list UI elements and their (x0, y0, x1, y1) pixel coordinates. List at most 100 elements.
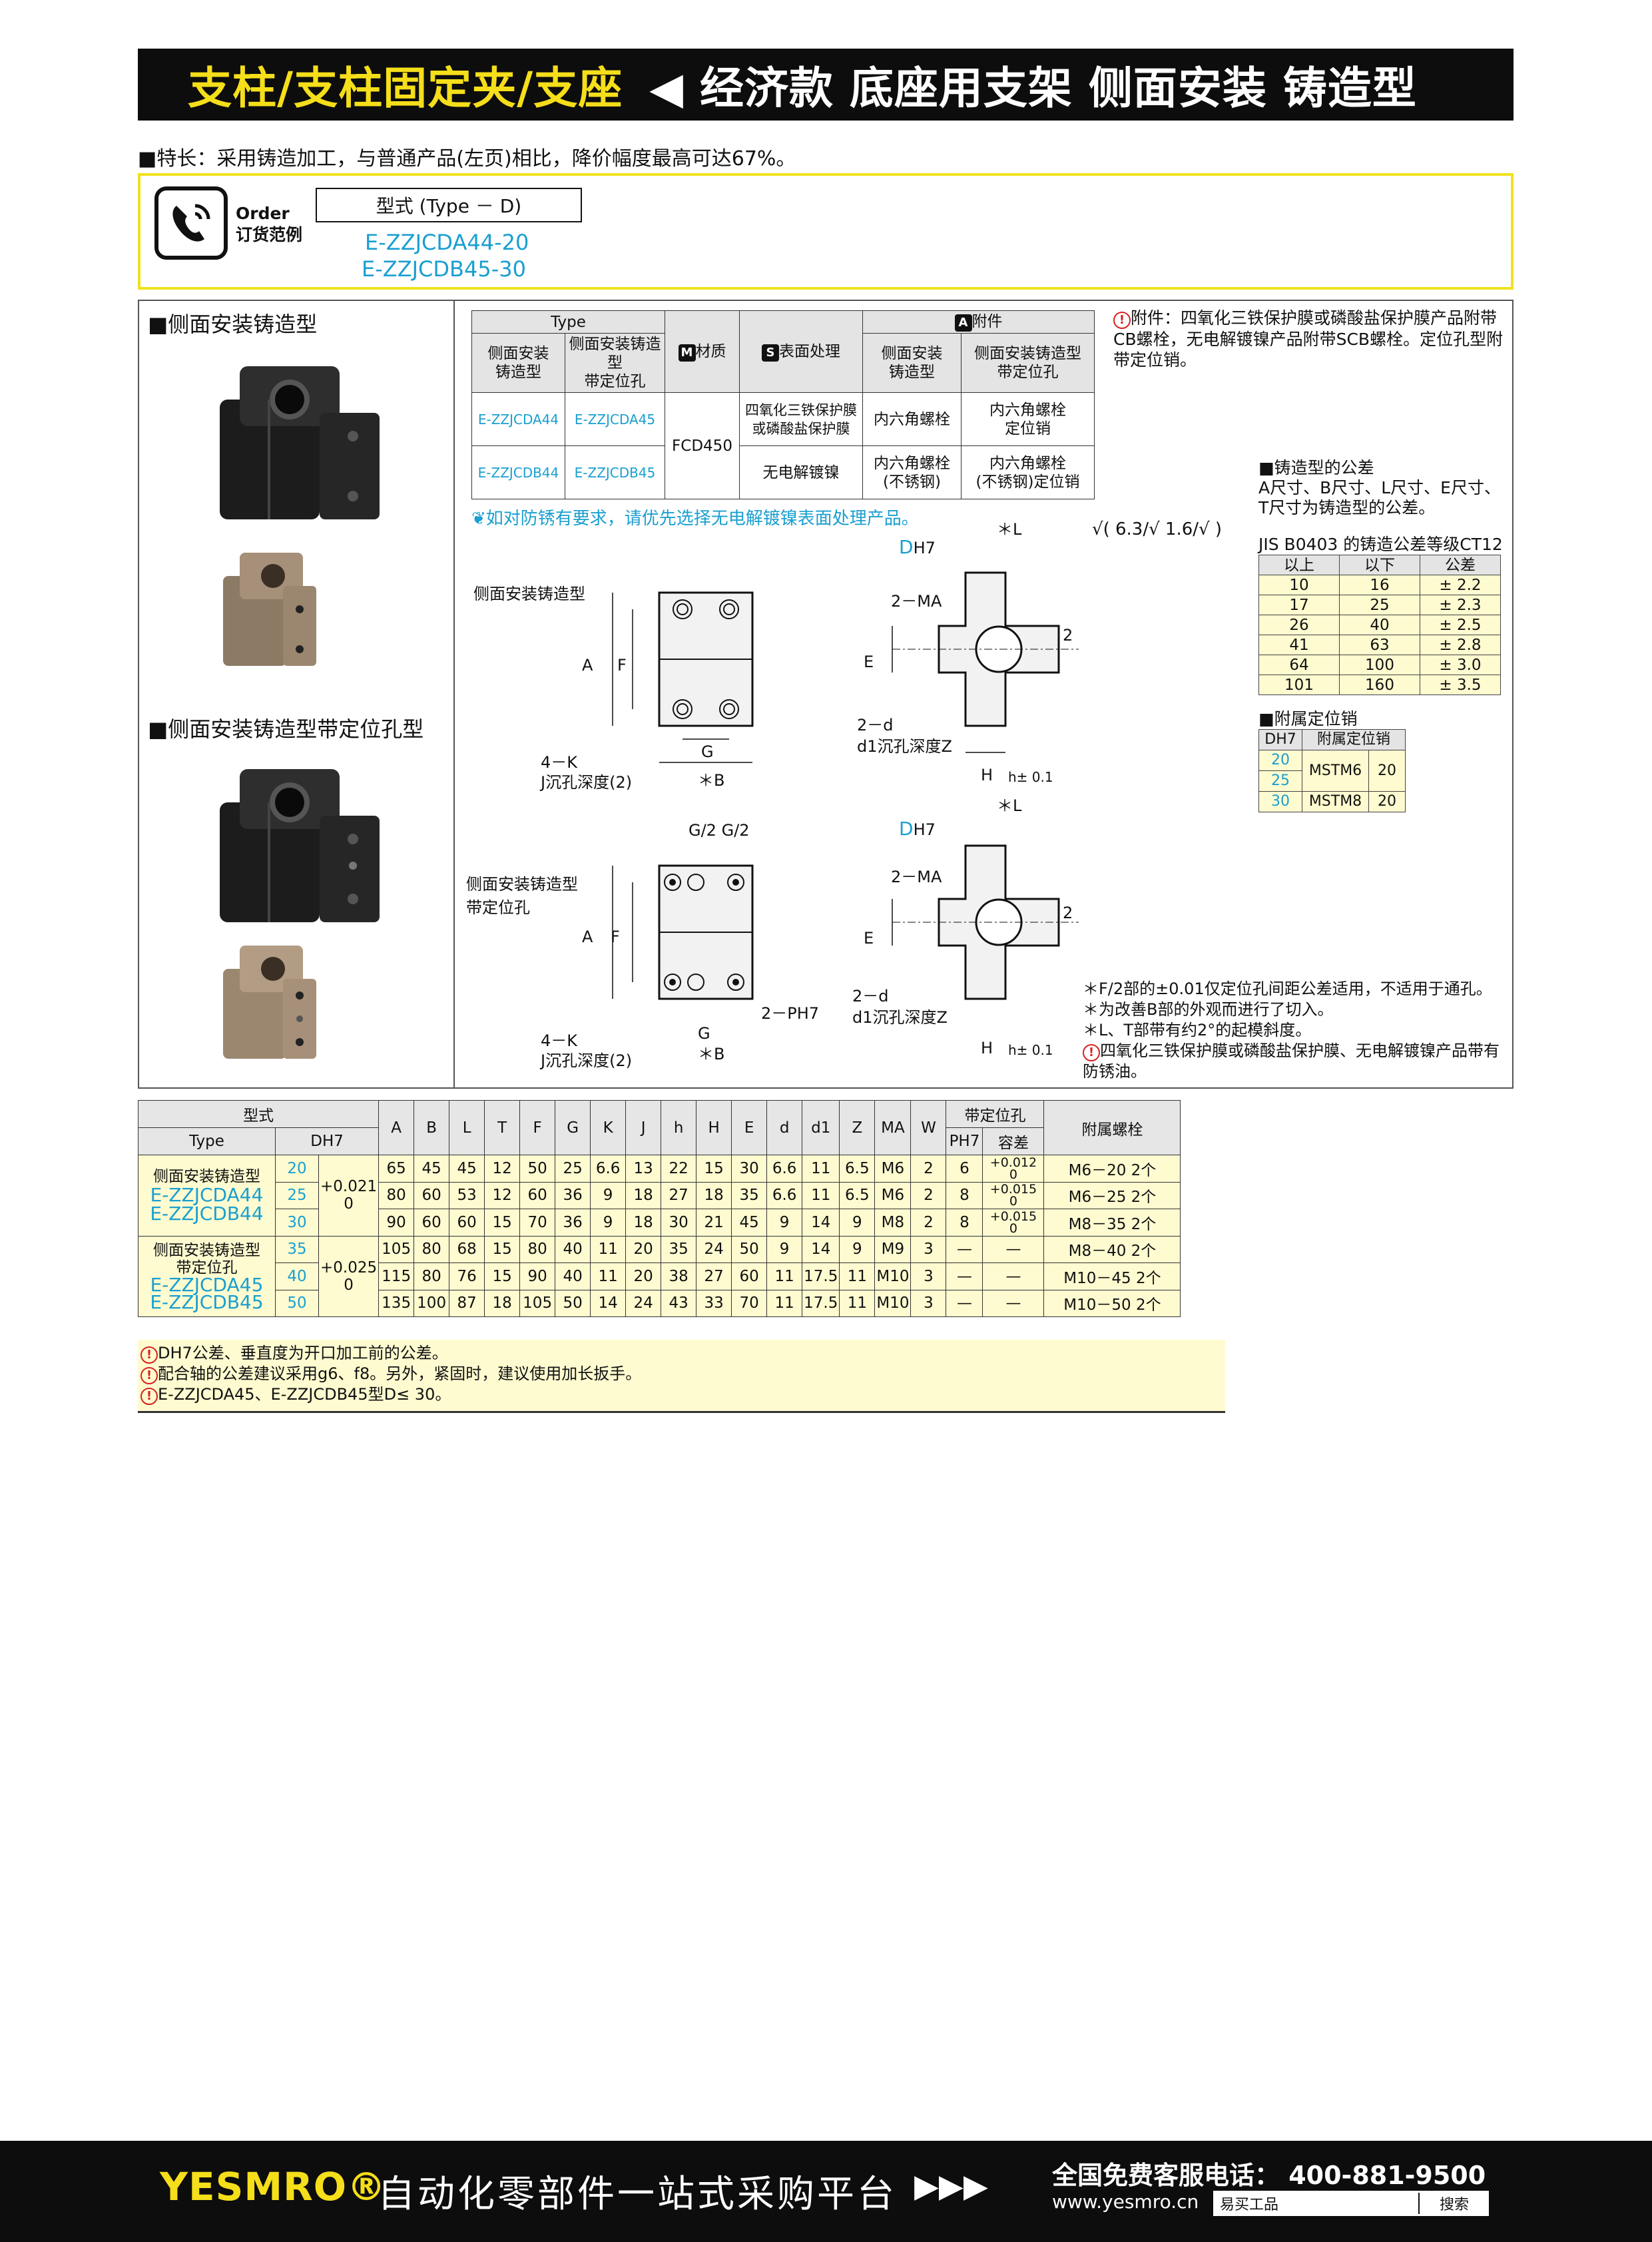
page-subtitle: ◀ 经济款 底座用支架 侧面安装 铸造型 (649, 63, 1417, 114)
dim-cell: 20 (625, 1262, 662, 1290)
bolt-header: 附属螺栓 (1043, 1100, 1181, 1155)
type-code: E-ZZJCDA44 (471, 392, 565, 446)
dim-label: E (864, 929, 874, 948)
tol-header: 以上 (1258, 555, 1340, 575)
dim-label: H (981, 766, 993, 784)
dim-cell: 6.6 (766, 1155, 803, 1183)
counterbore-label: 2－d d1沉孔深度Z (852, 987, 948, 1027)
attach-value: 内六角螺栓 (不锈钢) (862, 445, 962, 499)
dim-cell: 11 (766, 1262, 803, 1290)
dim-cell: 90 (378, 1209, 415, 1237)
ph7-tol: — (982, 1262, 1045, 1290)
website-link[interactable]: www.yesmro.cn (1052, 2191, 1199, 2213)
pin-length: 20 (1368, 750, 1406, 792)
type-group: 侧面安装铸造型 E-ZZJCDA44 E-ZZJCDB44 (138, 1155, 276, 1237)
sub-header: 侧面安装铸造型 带定位孔 (961, 333, 1095, 393)
dim-cell: 80 (413, 1262, 450, 1290)
dh7-value: 30 (275, 1209, 319, 1237)
dim-cell: 68 (449, 1235, 485, 1263)
dh7-value: 40 (275, 1262, 319, 1290)
col-header: F (519, 1100, 556, 1155)
col-header: J (625, 1100, 662, 1155)
dims-row: 侧面安装铸造型 E-ZZJCDA44 E-ZZJCDB44 20 +0.021 … (138, 1155, 1181, 1237)
order-label-cn: 订货范例 (236, 225, 303, 244)
dim-cell: 27 (661, 1181, 697, 1209)
dim-cell: 11 (590, 1235, 627, 1263)
dim-cell: 11 (802, 1181, 840, 1209)
search-input[interactable]: 易买工品 (1220, 2197, 1279, 2213)
col-header: E (731, 1100, 768, 1155)
surface-value: 无电解镀镍 (739, 445, 863, 499)
tol-cell: ± 3.5 (1420, 675, 1501, 695)
dim-cell: 3 (910, 1235, 947, 1263)
col-header: MA (874, 1100, 912, 1155)
attach-value: 内六角螺栓 (不锈钢)定位销 (961, 445, 1095, 499)
divider (453, 300, 455, 1089)
tol-cell: 17 (1258, 595, 1340, 615)
order-code: E-ZZJCDA44-20 (365, 230, 529, 255)
dim-cell: M10 (874, 1289, 912, 1317)
bolt-value: M6－25 2个 (1043, 1181, 1181, 1209)
attach-note: !附件：四氧化三铁保护膜或磷酸盐保护膜产品附带CB螺栓，无电解镀镍产品附带SCB… (1113, 308, 1504, 370)
dim-cell: 15 (484, 1235, 521, 1263)
tol-cell: 41 (1258, 635, 1340, 655)
brand-logo[interactable]: YESMRO® (160, 2164, 387, 2209)
jis-standard: JIS B0403 的铸造公差等级CT12 (1258, 535, 1503, 554)
col-header: K (590, 1100, 627, 1155)
section-label: ■侧面安装铸造型 (148, 312, 318, 337)
dim-cell: 60 (731, 1262, 768, 1290)
dim-cell: 3 (910, 1289, 947, 1317)
dh7-label: DH7 (899, 536, 936, 558)
side-view-drawing-pin (892, 844, 1079, 1000)
dim-cell: 50 (731, 1235, 768, 1263)
dim-cell: 36 (555, 1181, 591, 1209)
dh7-header: DH7 (274, 1127, 380, 1155)
ph7-value: 6 (946, 1155, 983, 1183)
dim-cell: 11 (590, 1262, 627, 1290)
tol-cell: 10 (1258, 575, 1340, 595)
col-header: d (766, 1100, 803, 1155)
main-frame (138, 300, 1514, 1089)
counterbore-label: 4－K J沉孔深度(2) (541, 1031, 633, 1070)
type-code: E-ZZJCDB45 (150, 1290, 264, 1313)
dim-label: G/2 G/2 (688, 821, 750, 840)
pin-dh7: 25 (1258, 770, 1302, 792)
dim-cell: 14 (802, 1209, 840, 1237)
bolt-value: M8－35 2个 (1043, 1209, 1181, 1237)
dim-cell: 115 (378, 1262, 415, 1290)
dim-cell: 30 (731, 1155, 768, 1183)
dim-cell: 135 (378, 1289, 415, 1317)
page-title: 支柱/支柱固定夹/支座 (188, 63, 623, 114)
dim-cell: 9 (839, 1209, 876, 1237)
dim-cell: 18 (696, 1181, 732, 1209)
dimensions-table: 型式 A B L T F G K J h H E d d1 Z MA W 带定位… (137, 1100, 1181, 1317)
pin-model: MSTM6 (1302, 750, 1369, 792)
type-code: E-ZZJCDA45 (565, 392, 665, 446)
dim-label: 2 (1063, 904, 1073, 922)
dim-cell: 60 (413, 1181, 450, 1209)
dim-label: F (611, 928, 620, 946)
search-button[interactable]: 搜索 (1418, 2193, 1489, 2214)
col-header: h (661, 1100, 697, 1155)
foot-note: !四氧化三铁保护膜或磷酸盐保护膜、无电解镀镍产品带有防锈油。 (1083, 1041, 1500, 1081)
dim-cell: 60 (519, 1181, 556, 1209)
col-header: H (696, 1100, 732, 1155)
search-box[interactable]: 易买工品 搜索 (1213, 2191, 1489, 2216)
pin-length: 20 (1368, 791, 1406, 812)
pin-title: ■附属定位销 (1258, 709, 1358, 728)
dim-cell: 11 (766, 1289, 803, 1317)
sub-header: 侧面安装 铸造型 (862, 333, 962, 393)
order-label: Order 订货范例 (236, 203, 302, 246)
tol-cell: ± 3.0 (1420, 655, 1501, 675)
tol-header: 公差 (1420, 555, 1501, 575)
dim-cell: 45 (413, 1155, 450, 1183)
dim-cell: 6.6 (766, 1181, 803, 1209)
dim-cell: 80 (413, 1235, 450, 1263)
dim-label: G (698, 1024, 710, 1043)
